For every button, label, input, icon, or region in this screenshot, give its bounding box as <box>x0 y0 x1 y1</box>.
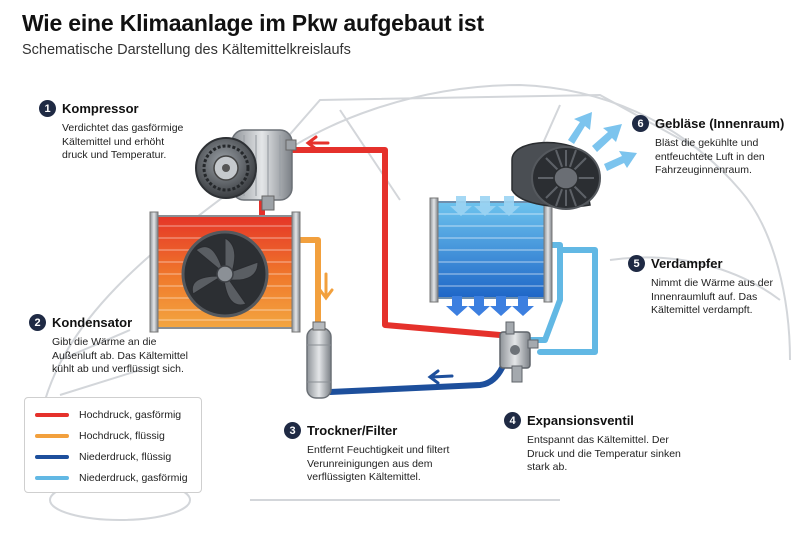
component-name: Gebläse (Innenraum) <box>655 116 785 131</box>
component-name: Kondensator <box>52 315 133 330</box>
component-name: Kompressor <box>62 101 139 116</box>
legend-swatch <box>35 454 69 459</box>
evaporator-illustration <box>429 196 553 316</box>
number-badge: 4 <box>504 412 521 429</box>
component-name: Expansionsventil <box>527 413 634 428</box>
legend: Hochdruck, gasförmig Hochdruck, flüssig … <box>24 397 202 493</box>
legend-item: Hochdruck, gasförmig <box>35 404 191 425</box>
legend-swatch <box>35 475 69 480</box>
component-name: Trockner/Filter <box>307 423 398 438</box>
drier-illustration <box>306 321 332 399</box>
number-badge: 5 <box>628 255 645 272</box>
number-badge: 6 <box>632 115 649 132</box>
page-subtitle: Schematische Darstellung des Kältemittel… <box>22 42 351 58</box>
component-blower: 6 Gebläse (Innenraum) Bläst die gekühlte … <box>632 115 797 178</box>
legend-item: Niederdruck, gasförmig <box>35 467 191 488</box>
component-name: Verdampfer <box>651 256 723 271</box>
legend-label: Hochdruck, flüssig <box>79 429 165 442</box>
legend-label: Niederdruck, flüssig <box>79 450 172 463</box>
legend-item: Hochdruck, flüssig <box>35 425 191 446</box>
expansion-valve-illustration <box>499 321 539 383</box>
number-badge: 2 <box>29 314 46 331</box>
component-drier: 3 Trockner/Filter Entfernt Feuchtigkeit u… <box>284 422 479 485</box>
number-badge: 1 <box>39 100 56 117</box>
legend-label: Hochdruck, gasförmig <box>79 408 182 421</box>
legend-item: Niederdruck, flüssig <box>35 446 191 467</box>
air-flow-arrows <box>568 112 637 171</box>
legend-swatch <box>35 412 69 417</box>
blower-illustration <box>511 141 601 210</box>
number-badge: 3 <box>284 422 301 439</box>
legend-swatch <box>35 433 69 438</box>
condenser-illustration <box>149 211 301 333</box>
page-title: Wie eine Klimaanlage im Pkw aufgebaut is… <box>22 10 484 36</box>
legend-label: Niederdruck, gasförmig <box>79 471 188 484</box>
compressor-illustration <box>195 129 297 211</box>
component-expansion-valve: 4 Expansionsventil Entspannt das Kältemit… <box>504 412 694 475</box>
flow-arrows <box>305 135 454 385</box>
